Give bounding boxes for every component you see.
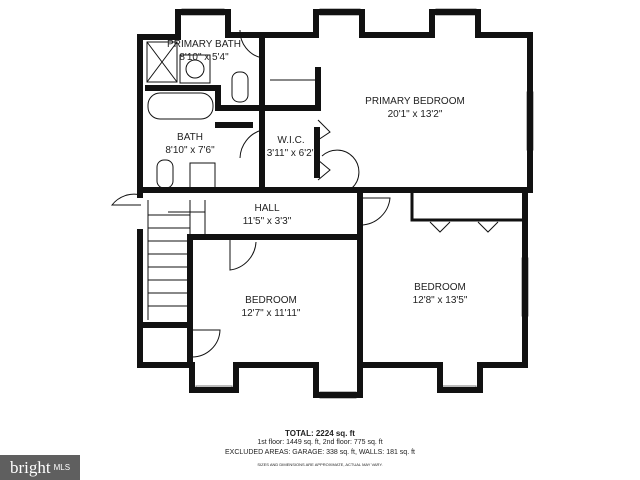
room-size: 11'5" x 3'3" xyxy=(243,216,292,227)
room-size: 3'11" x 6'2" xyxy=(267,148,316,159)
room-name: BEDROOM xyxy=(245,295,297,306)
disclaimer: SIZES AND DIMENSIONS ARE APPROXIMATE, AC… xyxy=(257,462,383,467)
sink xyxy=(179,54,211,84)
room-name: PRIMARY BATH xyxy=(167,39,241,50)
shower xyxy=(146,41,178,83)
logo-brand: bright xyxy=(9,457,51,477)
room-name: PRIMARY BEDROOM xyxy=(365,96,465,107)
sink xyxy=(189,162,216,189)
room-name: W.I.C. xyxy=(277,135,304,146)
exterior-wall xyxy=(137,9,533,398)
bright-mls-logo: bright MLS xyxy=(0,455,80,480)
toilet xyxy=(231,71,249,103)
interior-walls xyxy=(137,34,528,368)
bathtub xyxy=(147,92,214,120)
fixtures xyxy=(110,29,499,358)
room-size: 12'7" x 11'11" xyxy=(242,308,301,319)
floor-areas: 1st floor: 1449 sq. ft, 2nd floor: 775 s… xyxy=(257,439,383,446)
room-size: 8'10" x 7'6" xyxy=(165,145,215,156)
total-area: TOTAL: 2224 sq. ft xyxy=(285,429,355,438)
toilet xyxy=(156,159,174,189)
room-name: BATH xyxy=(177,132,203,143)
room-size: 20'1" x 13'2" xyxy=(388,109,443,120)
logo-suffix: MLS xyxy=(53,463,71,472)
room-name: BEDROOM xyxy=(414,282,466,293)
excluded-areas: EXCLUDED AREAS: GARAGE: 338 sq. ft, WALL… xyxy=(225,449,415,456)
room-size: 12'8" x 13'5" xyxy=(413,295,468,306)
room-name: HALL xyxy=(254,203,279,214)
room-size: 8'10" x 5'4" xyxy=(179,52,229,63)
